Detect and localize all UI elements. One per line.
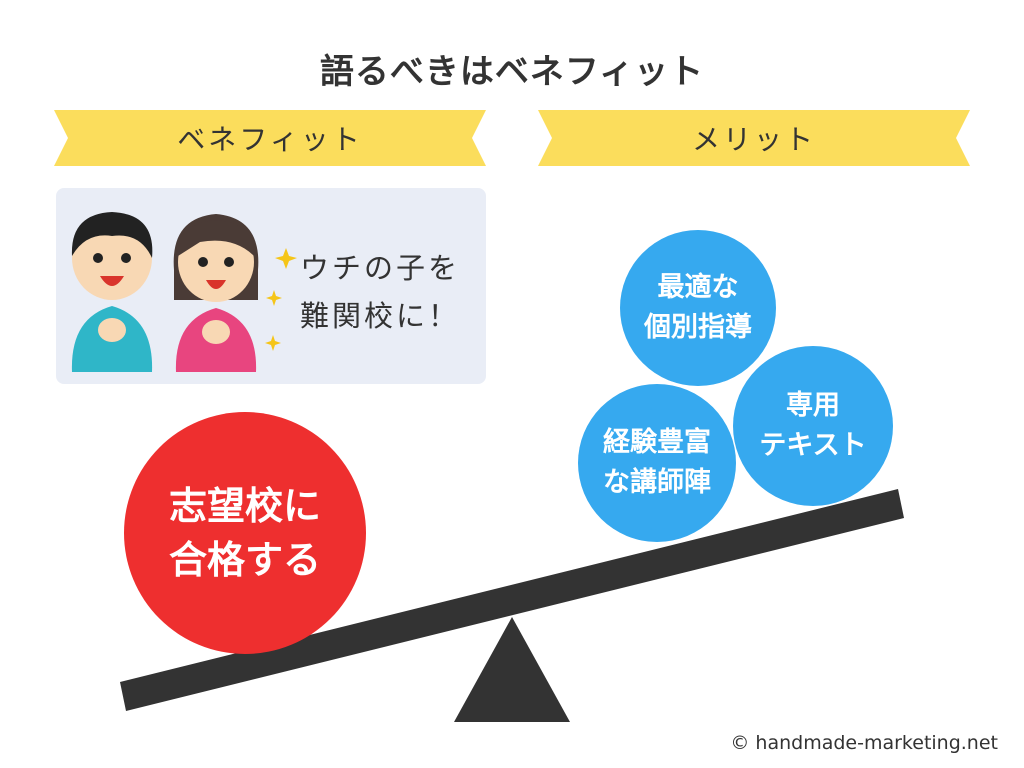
parents-speech: ウチの子を 難関校に！ <box>300 244 460 340</box>
merit-ball-top: 最適な 個別指導 <box>620 230 776 386</box>
sparkle-icons <box>265 248 297 351</box>
merit-ball-right-text: 専用 テキスト <box>759 390 867 461</box>
father-figure <box>71 212 153 372</box>
speech-line-2: 難関校に！ <box>300 299 461 333</box>
merit-ball-right: 専用 テキスト <box>733 346 893 506</box>
merit-ball-bottom-left: 経験豊富 な講師陣 <box>578 384 736 542</box>
merit-ribbon: メリット <box>538 110 970 166</box>
benefit-ribbon: ベネフィット <box>54 110 486 166</box>
benefit-ball-text: 志望校に 合格する <box>168 484 321 582</box>
benefit-ball: 志望校に 合格する <box>124 412 366 654</box>
ribbon-shape <box>538 110 970 166</box>
seesaw-fulcrum <box>454 617 570 722</box>
merit-header: メリット <box>691 123 816 156</box>
benefit-header: ベネフィット <box>177 123 363 156</box>
page-title: 語るべきはベネフィット <box>319 52 705 92</box>
speech-line-1: ウチの子を <box>300 251 461 285</box>
copyright-text: © handmade-marketing.net <box>730 732 998 754</box>
merit-ball-bottom-left-text: 経験豊富 な講師陣 <box>603 427 711 498</box>
mother-figure <box>173 214 259 372</box>
seesaw-beam <box>120 489 904 711</box>
merit-ball-top-text: 最適な 個別指導 <box>644 272 752 343</box>
ribbon-shape <box>54 110 486 166</box>
